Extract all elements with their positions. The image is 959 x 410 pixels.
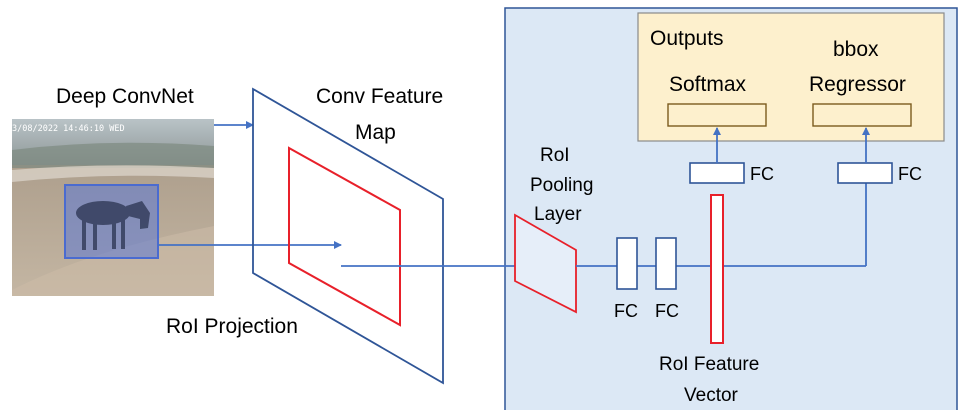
bbox-output-slot (812, 103, 912, 127)
roi-projection-label: RoI Projection (166, 315, 298, 338)
fc-bbox-label: FC (898, 164, 922, 184)
softmax-output-slot (667, 103, 767, 127)
fc-left-label: FC (614, 301, 638, 321)
fc-right-label: FC (655, 301, 679, 321)
fc-bbox-box (837, 162, 893, 184)
wildebeest-silhouette (76, 201, 150, 250)
fc-layer-left (616, 237, 638, 290)
deep-convnet-label: Deep ConvNet (56, 85, 194, 108)
fc-softmax-box (689, 162, 745, 184)
roi-on-feature-map (288, 146, 401, 327)
softmax-label: Softmax (669, 73, 747, 96)
conv-feature-map-label-1: Conv Feature (316, 85, 443, 108)
photo-timestamp: 3/08/2022 14:46:10 WED (12, 124, 125, 134)
roi-feature-vector-label-2: Vector (684, 385, 739, 406)
roi-feature-vector (710, 194, 724, 344)
roi-feature-vector-label-1: RoI Feature (659, 354, 759, 375)
bbox-label: bbox (833, 38, 879, 61)
roi-pooling-label-3: Layer (534, 204, 582, 225)
roi-pooling-label-2: Pooling (530, 175, 593, 196)
conv-feature-map (252, 87, 444, 385)
outputs-label: Outputs (650, 27, 724, 50)
regressor-label: Regressor (809, 73, 906, 96)
roi-pooling-layer (514, 213, 577, 314)
conv-feature-map-label-2: Map (355, 121, 396, 144)
roi-pooling-label-1: RoI (540, 145, 570, 166)
fc-softmax-label: FC (750, 164, 774, 184)
fc-layer-right (655, 237, 677, 290)
